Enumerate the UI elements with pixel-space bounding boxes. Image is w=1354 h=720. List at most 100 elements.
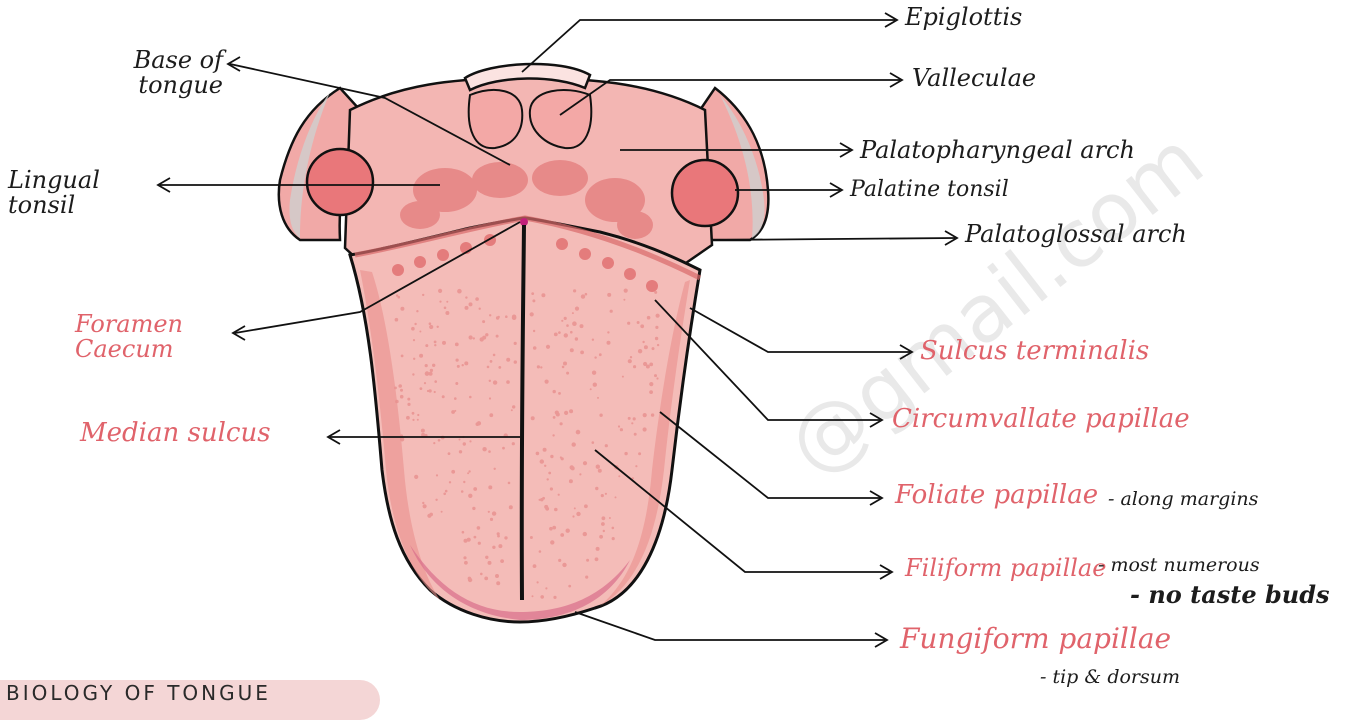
label-epiglottis: Epiglottis <box>905 5 1022 30</box>
filiform-dot <box>592 339 594 341</box>
filiform-dot <box>607 331 609 333</box>
filiform-dot <box>441 511 443 513</box>
filiform-dot <box>539 550 542 553</box>
filiform-dot <box>609 517 611 519</box>
filiform-dot <box>560 422 563 425</box>
filiform-dot <box>599 353 602 356</box>
label-foramen-caecum: Foramen Caecum <box>75 312 225 362</box>
filiform-dot <box>477 526 481 530</box>
filiform-dot <box>570 348 574 352</box>
label-circumvallate-papillae: Circumvallate papillae <box>892 406 1190 433</box>
filiform-dot <box>550 487 553 490</box>
filiform-dot <box>421 429 425 433</box>
filiform-dot <box>432 364 435 367</box>
filiform-dot <box>573 289 576 292</box>
filiform-dot <box>456 359 459 362</box>
filiform-dot <box>544 505 548 509</box>
filiform-dot <box>601 494 604 497</box>
filiform-dot <box>605 444 608 447</box>
filiform-dot <box>514 360 517 363</box>
filiform-dot <box>467 538 471 542</box>
filiform-dot <box>492 511 496 515</box>
filiform-dot <box>502 447 505 450</box>
filiform-dot <box>598 469 602 473</box>
label-median-sulcus: Median sulcus <box>80 420 271 447</box>
filiform-dot <box>566 529 570 533</box>
filiform-dot <box>634 433 637 436</box>
filiform-dot <box>656 314 660 318</box>
note-filiform-1: - most numerous <box>1098 556 1260 576</box>
filiform-dot <box>536 452 540 456</box>
filiform-dot <box>537 581 539 583</box>
filiform-dot <box>553 416 556 419</box>
filiform-dot <box>570 465 574 469</box>
filiform-dot <box>423 504 427 508</box>
filiform-dot <box>531 416 535 420</box>
filiform-dot <box>620 428 623 431</box>
filiform-dot <box>576 430 581 435</box>
diagram-canvas: @gmail.com <box>0 0 1354 704</box>
filiform-dot <box>480 573 483 576</box>
filiform-dot <box>585 293 588 296</box>
filiform-dot <box>505 315 508 318</box>
filiform-dot <box>420 387 423 390</box>
filiform-dot <box>612 537 615 540</box>
filiform-dot <box>461 490 464 493</box>
filiform-dot <box>425 344 428 347</box>
filiform-dot <box>489 380 491 382</box>
filiform-dot <box>395 400 399 404</box>
filiform-dot <box>597 397 599 399</box>
filiform-dot <box>552 434 554 436</box>
filiform-dot <box>512 442 515 445</box>
filiform-dot <box>504 536 507 539</box>
filiform-dot <box>568 585 571 588</box>
filiform-dot <box>540 366 542 368</box>
filiform-dot <box>468 578 472 582</box>
filiform-dot <box>508 482 511 485</box>
filiform-dot <box>398 296 401 299</box>
label-fungiform-papillae: Fungiform papillae <box>900 624 1171 653</box>
filiform-dot <box>657 344 659 346</box>
filiform-dot <box>413 358 415 360</box>
filiform-dot <box>429 325 433 329</box>
filiform-dot <box>596 465 600 469</box>
filiform-dot <box>562 366 565 369</box>
filiform-dot <box>649 363 653 367</box>
filiform-dot <box>488 561 492 565</box>
note-filiform-2: - no taste buds <box>1130 582 1330 607</box>
filiform-dot <box>500 559 504 563</box>
filiform-dot <box>451 470 455 474</box>
filiform-dot <box>533 346 537 350</box>
filiform-dot <box>482 447 486 451</box>
filiform-dot <box>563 362 567 366</box>
median-sulcus-line <box>522 225 524 600</box>
filiform-dot <box>566 324 569 327</box>
filiform-dot <box>555 411 559 415</box>
filiform-dot <box>400 307 404 311</box>
filiform-dot <box>575 337 578 340</box>
filiform-dot <box>530 536 533 539</box>
filiform-dot <box>434 341 437 344</box>
filiform-dot <box>581 294 585 298</box>
filiform-dot <box>584 504 588 508</box>
foramen-caecum-dot <box>520 218 528 226</box>
filiform-dot <box>574 507 576 509</box>
filiform-dot <box>467 472 469 474</box>
filiform-dot <box>442 341 446 345</box>
filiform-dot <box>417 419 419 421</box>
filiform-dot <box>540 595 544 599</box>
filiform-dot <box>474 536 477 539</box>
filiform-dot <box>407 398 410 401</box>
filiform-dot <box>433 442 435 444</box>
filiform-dot <box>413 339 415 341</box>
filiform-dot <box>429 322 432 325</box>
filiform-dot <box>412 419 414 421</box>
filiform-dot <box>655 337 658 340</box>
filiform-dot <box>561 457 564 460</box>
filiform-dot <box>549 527 553 531</box>
filiform-dot <box>592 371 596 375</box>
filiform-dot <box>590 388 592 390</box>
filiform-dot <box>642 341 644 343</box>
filiform-dot <box>532 299 535 302</box>
filiform-dot <box>570 331 573 334</box>
